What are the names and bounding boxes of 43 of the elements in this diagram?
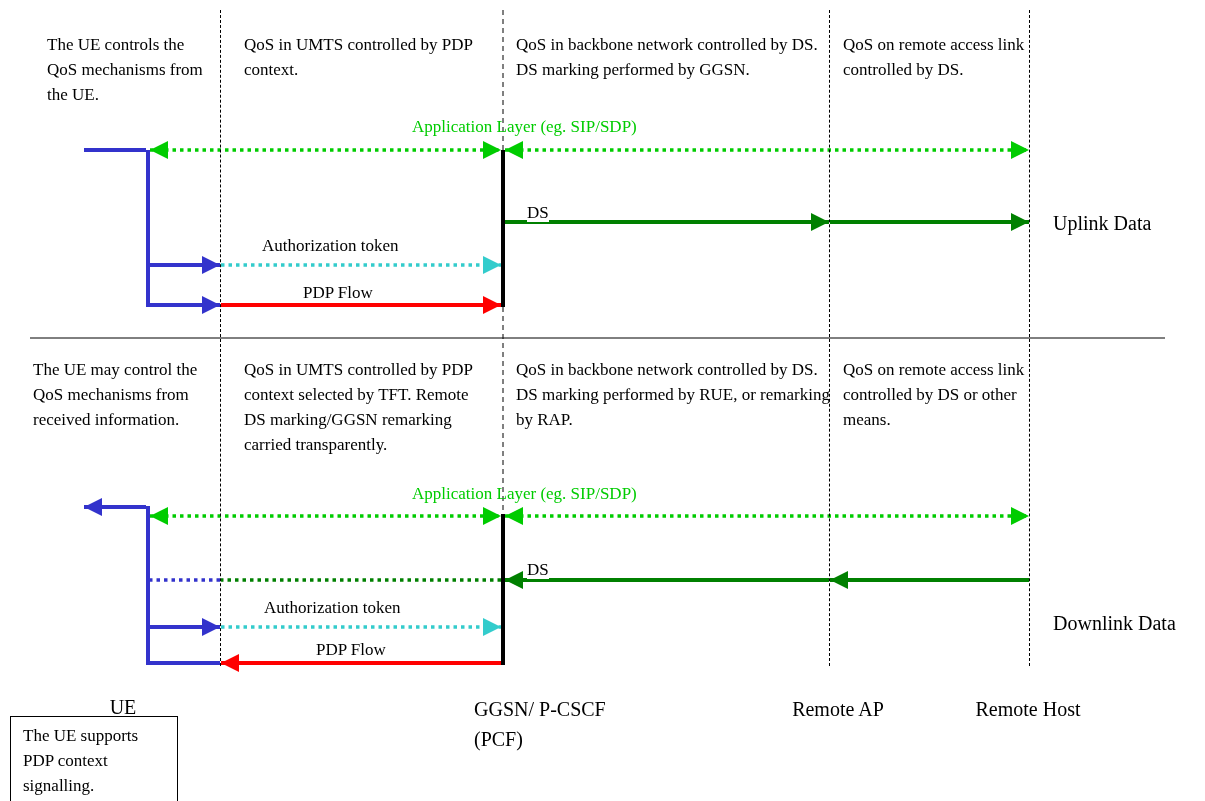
arrow bbox=[830, 571, 1029, 589]
description-text: QoS in UMTS controlled by PDP context selected by TFT. Remote DS marking/GGSN remarking carried transparently. bbox=[244, 359, 474, 456]
arrow bbox=[505, 213, 829, 231]
arrow bbox=[150, 141, 501, 159]
arrow bbox=[221, 296, 501, 314]
layer-label: Application Layer (eg. SIP/SDP) bbox=[412, 116, 638, 138]
description-text: The UE may control the QoS mechanisms from received information. bbox=[33, 359, 199, 431]
arrow bbox=[221, 256, 501, 274]
activation-bar bbox=[146, 506, 150, 665]
description-text: QoS on remote access link controlled by DS or other means. bbox=[843, 359, 1026, 431]
arrow bbox=[150, 507, 501, 525]
description-text: QoS on remote access link controlled by DS. bbox=[843, 34, 1026, 81]
participant-label: Remote AP bbox=[783, 694, 893, 724]
activation-bar bbox=[501, 514, 505, 665]
description-text: QoS in backbone network controlled by DS. DS marking performed by GGSN. bbox=[516, 34, 819, 81]
lifeline bbox=[1029, 10, 1030, 666]
activation-bar bbox=[501, 150, 505, 307]
description-text: The UE controls the QoS mechanisms from the UE. bbox=[47, 34, 204, 106]
arrow bbox=[150, 256, 220, 274]
lifeline bbox=[220, 10, 221, 666]
participant-label: Remote Host bbox=[973, 694, 1083, 724]
connector-line bbox=[150, 578, 220, 582]
lifeline bbox=[829, 10, 830, 666]
activation-bar bbox=[146, 150, 150, 307]
connector-line bbox=[221, 578, 501, 582]
description-text: QoS in UMTS controlled by PDP context. bbox=[244, 34, 474, 81]
arrow bbox=[505, 507, 1029, 525]
arrow bbox=[150, 296, 220, 314]
arrow bbox=[221, 618, 501, 636]
participant-label: GGSN/ P-CSCF (PCF) bbox=[474, 694, 644, 754]
connector-line bbox=[150, 661, 220, 665]
note-box: The UE supports PDP context signalling. bbox=[10, 716, 178, 801]
arrow bbox=[84, 498, 146, 516]
row-label: Uplink Data bbox=[1053, 211, 1153, 237]
arrow bbox=[830, 213, 1029, 231]
arrow bbox=[150, 618, 220, 636]
arrow bbox=[505, 571, 829, 589]
row-label: Downlink Data bbox=[1053, 611, 1177, 636]
description-text: QoS in backbone network controlled by DS. DS marking performed by RUE, or remarking by RAP. bbox=[516, 359, 831, 431]
connector-line bbox=[84, 148, 146, 152]
arrow bbox=[505, 141, 1029, 159]
arrow bbox=[221, 654, 501, 672]
layer-label: Application Layer (eg. SIP/SDP) bbox=[412, 483, 638, 505]
